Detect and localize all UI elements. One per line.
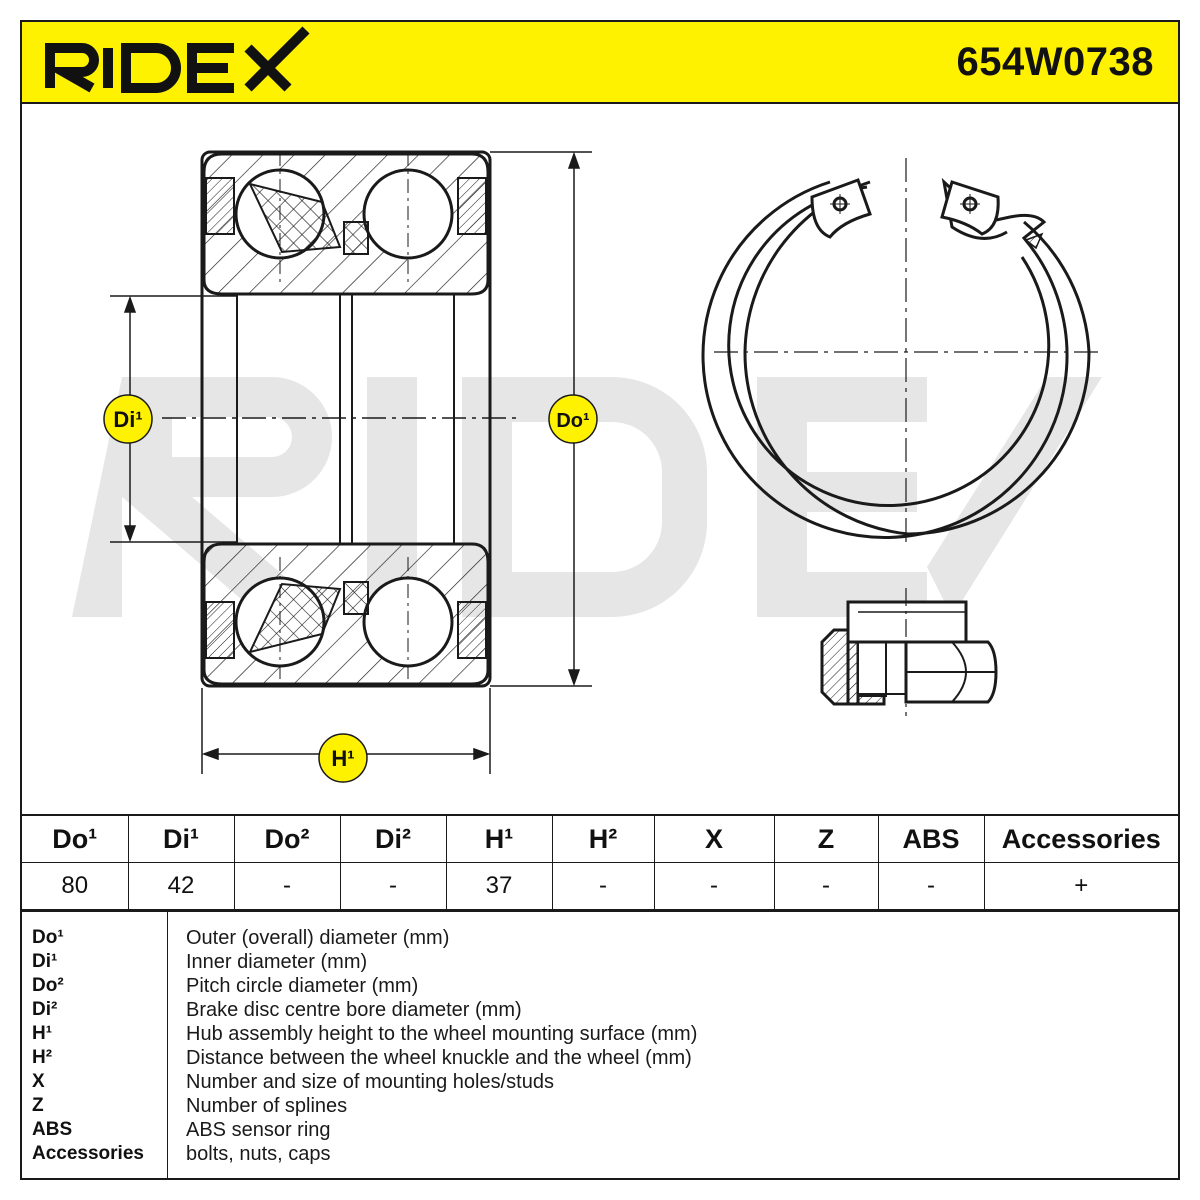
- spec-table: Do¹ Di¹ Do² Di² H¹ H² X Z ABS Accessorie…: [22, 814, 1178, 910]
- legend-description: Distance between the wheel knuckle and t…: [186, 1047, 692, 1069]
- value-accessories: +: [983, 862, 1178, 910]
- legend-key: Do²: [32, 975, 64, 996]
- dimension-label-do1: Do¹: [556, 410, 590, 432]
- value-di1: 42: [127, 862, 235, 910]
- legend-key: Do¹: [32, 927, 64, 948]
- legend-description: Pitch circle diameter (mm): [186, 975, 419, 997]
- part-number: 654W0738: [956, 40, 1154, 84]
- legend-description: Number of splines: [186, 1095, 348, 1117]
- legend: Do¹ Di¹ Do² Di² H¹ H² X Z ABS Accessorie…: [22, 910, 1178, 1180]
- legend-key: H¹: [32, 1023, 53, 1044]
- col-header-accessories: Accessories: [983, 814, 1178, 863]
- legend-descriptions: Outer (overall) diameter (mm) Inner diam…: [186, 912, 697, 1166]
- dimension-badge-di1: Di¹: [103, 394, 153, 444]
- legend-key: Accessories: [32, 1143, 144, 1164]
- col-header-do1: Do¹: [22, 814, 129, 863]
- legend-description: Hub assembly height to the wheel mountin…: [186, 1023, 698, 1045]
- col-header-z: Z: [773, 814, 879, 863]
- value-di2: -: [339, 862, 447, 910]
- legend-description: ABS sensor ring: [186, 1119, 331, 1141]
- dimension-label-di1: Di¹: [113, 407, 142, 432]
- ridex-logo: [45, 26, 310, 93]
- value-h1: 37: [445, 862, 553, 910]
- spec-table-value-row: 80 42 - - 37 - - - - +: [22, 862, 1178, 910]
- spec-table-header-row: Do¹ Di¹ Do² Di² H¹ H² X Z ABS Accessorie…: [22, 814, 1178, 863]
- legend-key: ABS: [32, 1119, 73, 1140]
- value-h2: -: [551, 862, 655, 910]
- col-header-h1: H¹: [445, 814, 553, 863]
- legend-description: Inner diameter (mm): [186, 951, 368, 973]
- value-z: -: [773, 862, 879, 910]
- col-header-di2: Di²: [339, 814, 447, 863]
- col-header-x: X: [653, 814, 775, 863]
- dimension-badge-do1: Do¹: [548, 394, 598, 444]
- value-do2: -: [233, 862, 341, 910]
- legend-key: Z: [32, 1095, 44, 1116]
- legend-key: Di²: [32, 999, 58, 1020]
- value-x: -: [653, 862, 775, 910]
- legend-key: X: [32, 1071, 45, 1092]
- legend-description: Number and size of mounting holes/studs: [186, 1071, 554, 1093]
- col-header-do2: Do²: [233, 814, 341, 863]
- legend-key: Di¹: [32, 951, 58, 972]
- legend-description: Outer (overall) diameter (mm): [186, 927, 450, 949]
- drawing-frame: Di¹ Do¹ H¹: [20, 20, 1180, 1180]
- value-abs: -: [877, 862, 985, 910]
- dimension-label-h1: H¹: [331, 746, 354, 771]
- legend-description: Brake disc centre bore diameter (mm): [186, 999, 522, 1021]
- circlip-ring: [701, 158, 1104, 546]
- legend-description: bolts, nuts, caps: [186, 1143, 331, 1165]
- value-do1: 80: [22, 862, 129, 910]
- header-bar: 654W0738: [22, 22, 1178, 104]
- col-header-abs: ABS: [877, 814, 985, 863]
- legend-key: H²: [32, 1047, 53, 1068]
- dimension-badge-h1: H¹: [318, 733, 368, 783]
- col-header-di1: Di¹: [127, 814, 235, 863]
- hub-nut: [820, 588, 998, 716]
- bearing-section: [162, 150, 522, 688]
- col-header-h2: H²: [551, 814, 655, 863]
- legend-keys: Do¹ Di¹ Do² Di² H¹ H² X Z ABS Accessorie…: [22, 912, 168, 1180]
- technical-drawing: Di¹ Do¹ H¹: [72, 150, 1104, 783]
